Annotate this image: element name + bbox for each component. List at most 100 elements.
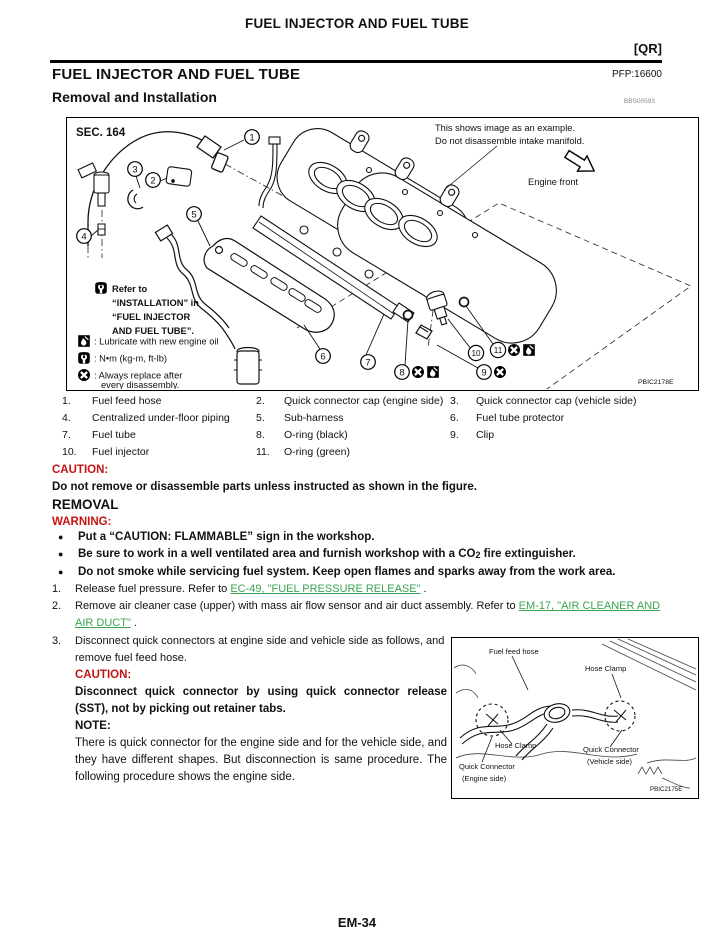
part-num: 6. xyxy=(450,412,459,424)
bullet-icon: ● xyxy=(58,532,64,542)
leader-lines xyxy=(90,139,494,369)
warning-bullets: ● Put a “CAUTION: FLAMMABLE” sign in the… xyxy=(52,529,664,581)
svg-text:: Lubricate with new engine oi: : Lubricate with new engine oil xyxy=(94,337,219,347)
removal-steps: 1. Release fuel pressure. Refer to EC-49… xyxy=(52,581,664,632)
callout-10: 10 xyxy=(467,344,485,362)
quick-connector-drawing: Fuel feed hose Hose Clamp Hose Clamp Qui… xyxy=(453,638,697,793)
callout-11: 11 xyxy=(489,341,507,359)
sec-label: SEC. 164 xyxy=(76,127,126,139)
label-hose-clamp-top: Hose Clamp xyxy=(585,664,626,673)
step-number: 1. xyxy=(52,583,62,595)
parts-list: 1.Fuel feed hose 2.Quick connector cap (… xyxy=(50,393,662,461)
svg-text:11: 11 xyxy=(494,346,503,355)
caution-label: CAUTION: xyxy=(75,669,132,681)
svg-text:“INSTALLATION” in: “INSTALLATION” in xyxy=(112,298,199,308)
replace-icon xyxy=(76,367,92,383)
callouts: 1 2 3 4 5 6 7 8 9 10 11 xyxy=(76,129,536,380)
header-rule xyxy=(50,60,662,63)
parts-row: 4.Centralized under-floor piping 5.Sub-h… xyxy=(50,410,662,427)
step-number: 3. xyxy=(52,635,62,647)
svg-text:4: 4 xyxy=(81,231,86,242)
engine-front-arrow xyxy=(563,149,596,172)
callout-8: 8 xyxy=(394,364,410,380)
label-qc-engine-1: Quick Connector xyxy=(459,762,515,771)
part-label: O-ring (black) xyxy=(284,429,348,441)
svg-text:7: 7 xyxy=(365,357,370,368)
part-label: O-ring (green) xyxy=(284,446,350,458)
fuel-feed-hose-part xyxy=(87,131,229,246)
small-parts-orings-clip xyxy=(402,290,470,340)
bullet-icon: ● xyxy=(58,566,64,577)
warning-bullet: ● Do not smoke while servicing fuel syst… xyxy=(52,564,664,581)
exploded-view-drawing: 1 2 3 4 5 6 7 8 9 10 11 SEC. 164 This sh… xyxy=(76,123,692,390)
removal-heading: REMOVAL xyxy=(52,497,119,512)
warning-bullet: ● Be sure to work in a well ventilated a… xyxy=(52,546,664,563)
caution-text: Disconnect quick connector by using quic… xyxy=(75,686,447,715)
figure2-leaders xyxy=(481,655,623,763)
part-label: Sub-harness xyxy=(284,412,344,424)
subsection-title: Removal and Installation xyxy=(52,89,217,105)
label-qc-vehicle-1: Quick Connector xyxy=(583,745,639,754)
part-label: Quick connector cap (vehicle side) xyxy=(476,395,637,407)
step-number: 2. xyxy=(52,600,62,612)
note-label: NOTE: xyxy=(75,720,111,732)
label-qc-engine-2: (Engine side) xyxy=(462,774,507,783)
part-num: 5. xyxy=(256,412,265,424)
part-num: 10. xyxy=(62,446,77,458)
svg-text:Refer to: Refer to xyxy=(112,284,147,294)
callout-2: 2 xyxy=(145,172,161,188)
torque-icon xyxy=(78,352,90,364)
part-label: Fuel injector xyxy=(92,446,150,458)
replace-icon xyxy=(410,364,426,380)
engine-front-label: Engine front xyxy=(528,177,579,187)
warning-label: WARNING: xyxy=(52,516,112,528)
svg-text:8: 8 xyxy=(399,367,404,378)
svg-text:: Always replace after: : Always replace after xyxy=(94,371,182,381)
callout-7: 7 xyxy=(360,354,376,370)
callout-1: 1 xyxy=(244,129,260,145)
label-fuel-feed-hose: Fuel feed hose xyxy=(489,647,539,656)
sub-harness-part xyxy=(154,224,262,385)
fuel-injector-left xyxy=(77,162,110,236)
part-num: 3. xyxy=(450,395,459,407)
svg-text:: N•m (kg-m, ft-lb): : N•m (kg-m, ft-lb) xyxy=(94,354,167,364)
svg-text:“FUEL INJECTOR: “FUEL INJECTOR xyxy=(112,312,190,322)
label-hose-clamp-bottom: Hose Clamp xyxy=(495,741,536,750)
torque-icon xyxy=(95,282,107,294)
part-label: Clip xyxy=(476,429,495,441)
pfp-code: PFP:16600 xyxy=(611,69,662,80)
part-label: Fuel feed hose xyxy=(92,395,162,407)
oil-icon xyxy=(522,343,536,357)
figure-quick-connector: Fuel feed hose Hose Clamp Hose Clamp Qui… xyxy=(451,637,699,799)
engine-bay-lines xyxy=(453,638,697,789)
step-3: 3. Disconnect quick connectors at engine… xyxy=(52,633,450,786)
caution-label: CAUTION: xyxy=(52,464,109,476)
callout-9: 9 xyxy=(476,364,492,380)
label-qc-vehicle-2: (Vehicle side) xyxy=(587,757,633,766)
svg-text:2: 2 xyxy=(150,175,155,186)
fuel-hose-assembly xyxy=(459,703,619,761)
figure-note-2: Do not disassemble intake manifold. xyxy=(435,136,584,146)
link-air-cleaner-duct[interactable]: EM-17, "AIR CLEANER AND AIR DUCT" xyxy=(75,600,661,629)
step-2: 2. Remove air cleaner case (upper) with … xyxy=(52,598,664,632)
note-text: There is quick connector for the engine … xyxy=(75,737,447,783)
caution-block: CAUTION: Do not remove or disassemble pa… xyxy=(52,462,664,496)
svg-text:10: 10 xyxy=(471,349,481,358)
svg-text:6: 6 xyxy=(320,351,325,362)
warning-bullet: ● Put a “CAUTION: FLAMMABLE” sign in the… xyxy=(52,529,664,546)
parts-row: 1.Fuel feed hose 2.Quick connector cap (… xyxy=(50,393,662,410)
parts-row: 7.Fuel tube 8.O-ring (black) 9.Clip xyxy=(50,427,662,444)
link-fuel-pressure-release[interactable]: EC-49, "FUEL PRESSURE RELEASE" xyxy=(230,583,421,595)
callout-6: 6 xyxy=(315,348,331,364)
doc-code: BBS00593 xyxy=(623,98,655,105)
parts-row: 10.Fuel injector 11.O-ring (green) xyxy=(50,444,662,461)
oil-icon xyxy=(77,334,91,348)
callout-3: 3 xyxy=(127,161,143,177)
part-num: 4. xyxy=(62,412,71,424)
part-num: 7. xyxy=(62,429,71,441)
caution-text: Do not remove or disassemble parts unles… xyxy=(52,481,477,493)
part-label: Fuel tube protector xyxy=(476,412,565,424)
bullet-icon: ● xyxy=(58,549,64,560)
figure-exploded-view: 1 2 3 4 5 6 7 8 9 10 11 SEC. 164 This sh… xyxy=(66,117,699,391)
